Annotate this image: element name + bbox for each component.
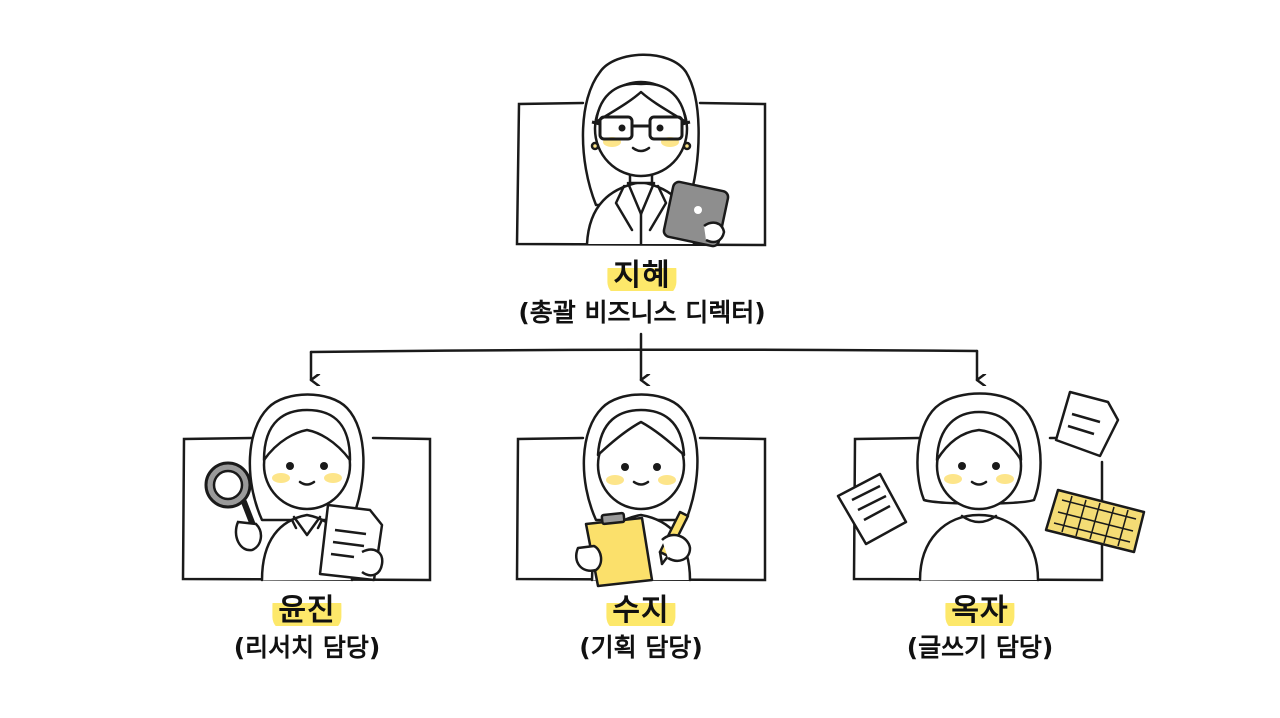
member-2-role: (기획 담당) bbox=[579, 633, 703, 662]
paper-icon-right bbox=[1054, 390, 1120, 458]
paper-icon bbox=[836, 390, 1120, 546]
member-3-avatar bbox=[916, 392, 1042, 582]
member-3-name: 옥자 bbox=[945, 591, 1015, 631]
clipboard-icon bbox=[575, 511, 654, 588]
top-node-name: 지혜 bbox=[607, 256, 677, 296]
tablet-icon bbox=[662, 180, 730, 248]
document-icon bbox=[318, 503, 384, 582]
member-2-name: 수지 bbox=[606, 591, 676, 631]
member-3-role: (글쓰기 담당) bbox=[906, 633, 1054, 662]
glasses-icon bbox=[591, 115, 691, 141]
magnifier-icon bbox=[204, 461, 263, 552]
director-avatar bbox=[581, 53, 700, 246]
member-1-name: 윤진 bbox=[272, 591, 342, 631]
member-1-role: (리서치 담당) bbox=[233, 633, 381, 662]
keyboard-icon bbox=[1044, 488, 1146, 554]
connector-lines bbox=[309, 332, 979, 380]
pencil-icon bbox=[658, 510, 692, 566]
paper-icon-left bbox=[836, 472, 908, 546]
top-node-role: (총괄 비즈니스 디렉터) bbox=[518, 298, 766, 327]
connector-horizontal bbox=[309, 348, 979, 354]
